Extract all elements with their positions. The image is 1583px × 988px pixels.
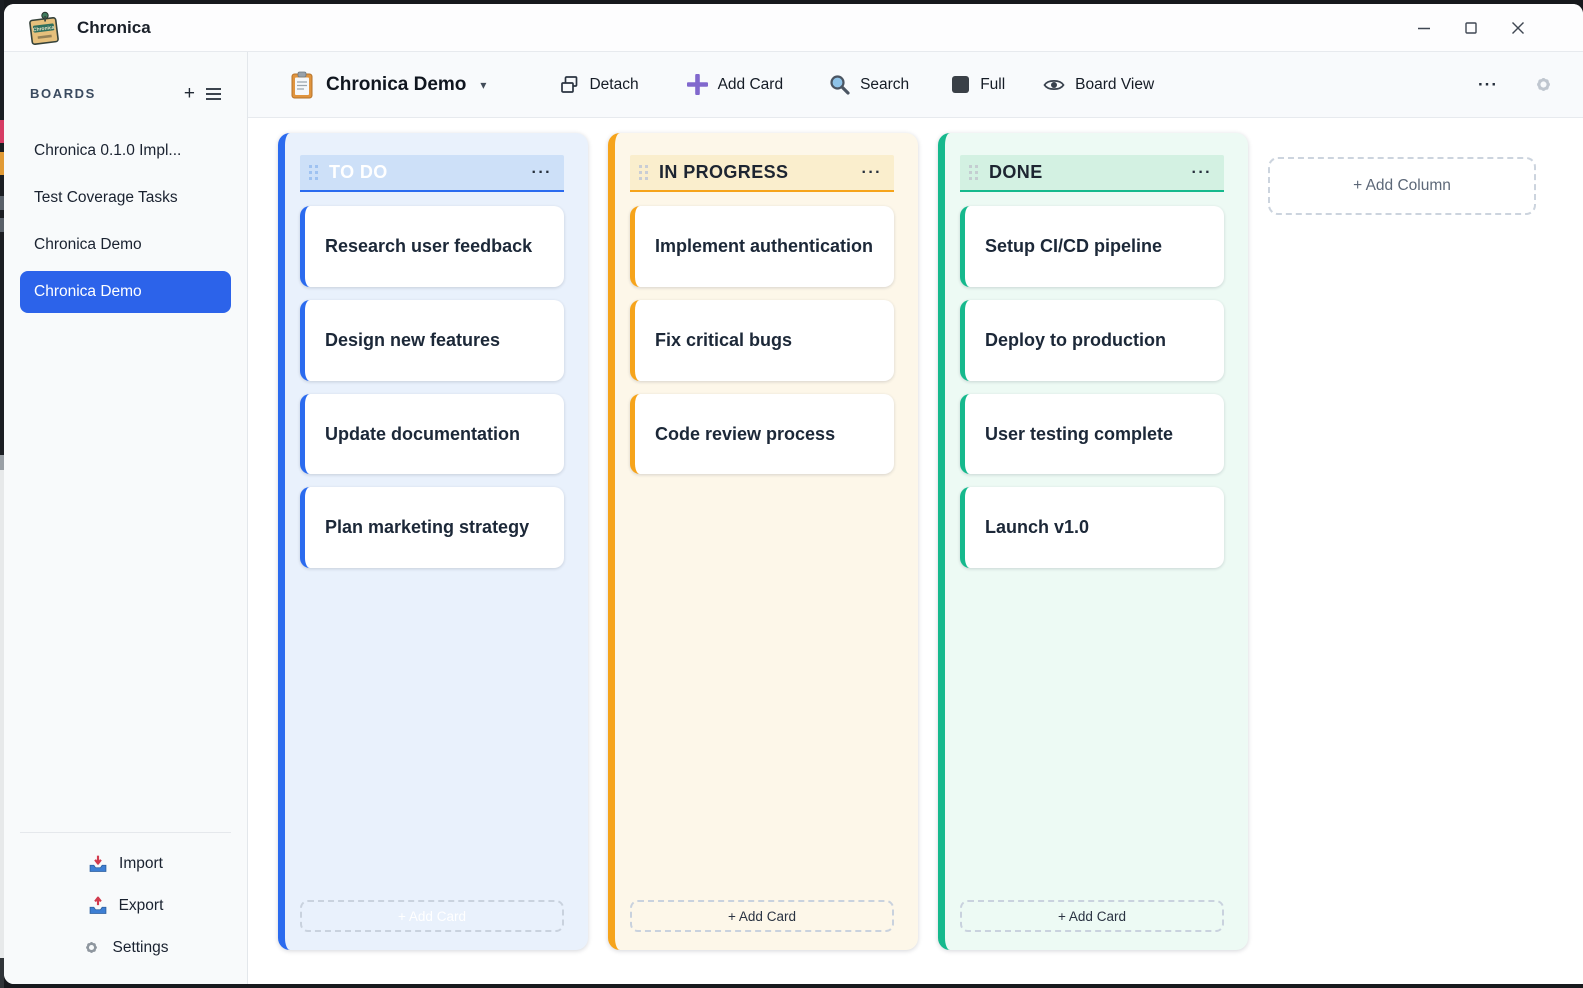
board-view-button[interactable]: Board View <box>1043 76 1154 94</box>
board-list-item[interactable]: Test Coverage Tasks <box>34 189 178 206</box>
card[interactable]: Plan marketing strategy <box>300 487 564 569</box>
settings-label: Settings <box>112 938 169 956</box>
card-list: Research user feedback Design new featur… <box>285 200 588 569</box>
full-square-icon <box>952 76 970 93</box>
kanban-board: TO DO ··· Research user feedback Design … <box>248 118 1583 984</box>
column-todo: TO DO ··· Research user feedback Design … <box>278 133 588 950</box>
column-done: DONE ··· Setup CI/CD pipeline Deploy to … <box>938 133 1248 950</box>
maximize-button[interactable] <box>1449 11 1493 45</box>
card[interactable]: Setup CI/CD pipeline <box>960 206 1224 287</box>
column-header: DONE ··· <box>960 155 1224 192</box>
import-button[interactable]: Import <box>20 843 231 885</box>
window-controls <box>1402 11 1543 45</box>
add-card-button[interactable]: + Add Card <box>300 900 564 932</box>
board-menu-button[interactable] <box>200 85 227 103</box>
card[interactable]: Update documentation <box>300 393 564 475</box>
card[interactable]: Research user feedback <box>300 206 564 287</box>
plus-icon <box>686 74 708 95</box>
minimize-button[interactable] <box>1402 11 1446 45</box>
detach-label: Detach <box>589 75 639 93</box>
drag-handle-icon[interactable] <box>969 165 979 180</box>
app-window: Chronica Chronica BOARDS <box>4 4 1583 984</box>
desktop-edge <box>0 0 4 988</box>
board-list: Chronica 0.1.0 Impl... Test Coverage Tas… <box>4 125 247 318</box>
settings-gear-button[interactable] <box>1532 73 1555 96</box>
card-list: Setup CI/CD pipeline Deploy to productio… <box>945 200 1248 569</box>
eye-icon <box>1043 79 1065 90</box>
sidebar-header: BOARDS + <box>4 52 247 121</box>
full-mode-button[interactable]: Full <box>951 75 1005 94</box>
drag-handle-icon[interactable] <box>309 165 319 180</box>
full-label: Full <box>980 75 1006 93</box>
column-header: TO DO ··· <box>300 155 564 192</box>
column-title: TO DO <box>329 162 388 182</box>
board-list-item-selected[interactable]: Chronica Demo <box>20 271 231 313</box>
export-tray-icon <box>89 896 106 914</box>
sidebar: BOARDS + Chronica 0.1.0 Impl... Test Cov… <box>4 52 248 984</box>
card[interactable]: Implement authentication <box>630 206 894 287</box>
board-title: Chronica Demo <box>326 73 467 95</box>
column-title: IN PROGRESS <box>659 162 789 182</box>
search-label: Search <box>860 75 910 93</box>
hamburger-icon <box>206 87 221 100</box>
add-board-button[interactable]: + <box>179 82 200 105</box>
more-options-button[interactable]: ··· <box>1478 74 1498 94</box>
search-button[interactable]: Search <box>829 74 909 95</box>
detach-button[interactable]: Detach <box>560 75 639 94</box>
add-card-button[interactable]: + Add Card <box>630 900 894 932</box>
toolbar: Chronica Demo ▾ Detach Add Card <box>248 52 1583 118</box>
board-list-item[interactable]: Chronica Demo <box>34 236 142 253</box>
detach-icon <box>561 76 578 93</box>
board-view-label: Board View <box>1075 75 1155 93</box>
content: Chronica Demo ▾ Detach Add Card <box>248 52 1583 984</box>
column-in-progress: IN PROGRESS ··· Implement authentication… <box>608 133 918 950</box>
column-menu-button[interactable]: ··· <box>531 163 552 181</box>
plus-icon: + <box>183 83 195 104</box>
column-menu-button[interactable]: ··· <box>1191 163 1212 181</box>
gear-icon <box>86 942 98 953</box>
svg-text:Chronica: Chronica <box>33 24 55 33</box>
add-card-label: Add Card <box>717 75 784 93</box>
boards-heading: BOARDS <box>30 86 96 101</box>
close-button[interactable] <box>1496 11 1540 45</box>
chevron-down-icon: ▾ <box>480 77 487 92</box>
board-list-item[interactable]: Chronica 0.1.0 Impl... <box>34 142 182 159</box>
app-title: Chronica <box>77 17 151 37</box>
export-label: Export <box>118 897 164 914</box>
search-icon <box>830 75 850 95</box>
card-list: Implement authentication Fix critical bu… <box>615 200 918 475</box>
export-button[interactable]: Export <box>20 885 231 927</box>
column-title: DONE <box>989 162 1043 182</box>
add-card-toolbar-button[interactable]: Add Card <box>686 74 784 95</box>
drag-handle-icon[interactable] <box>639 165 649 180</box>
add-column-button[interactable]: + Add Column <box>1268 157 1536 215</box>
card[interactable]: Deploy to production <box>960 299 1224 381</box>
import-tray-icon <box>89 855 107 872</box>
board-title-dropdown[interactable]: Chronica Demo ▾ <box>290 71 486 99</box>
app-logo-icon: Chronica <box>26 9 62 47</box>
card[interactable]: Code review process <box>630 393 894 475</box>
card[interactable]: Fix critical bugs <box>630 299 894 381</box>
titlebar: Chronica Chronica <box>4 4 1583 52</box>
import-label: Import <box>119 855 163 872</box>
column-header: IN PROGRESS ··· <box>630 155 894 192</box>
add-card-button[interactable]: + Add Card <box>960 900 1224 932</box>
card[interactable]: Launch v1.0 <box>960 487 1224 569</box>
clipboard-icon <box>291 71 313 98</box>
column-menu-button[interactable]: ··· <box>861 163 882 181</box>
settings-button[interactable]: Settings <box>20 927 231 968</box>
sidebar-footer: Import Export <box>20 832 231 984</box>
card[interactable]: Design new features <box>300 299 564 381</box>
card[interactable]: User testing complete <box>960 393 1224 475</box>
gear-icon <box>1537 78 1550 91</box>
